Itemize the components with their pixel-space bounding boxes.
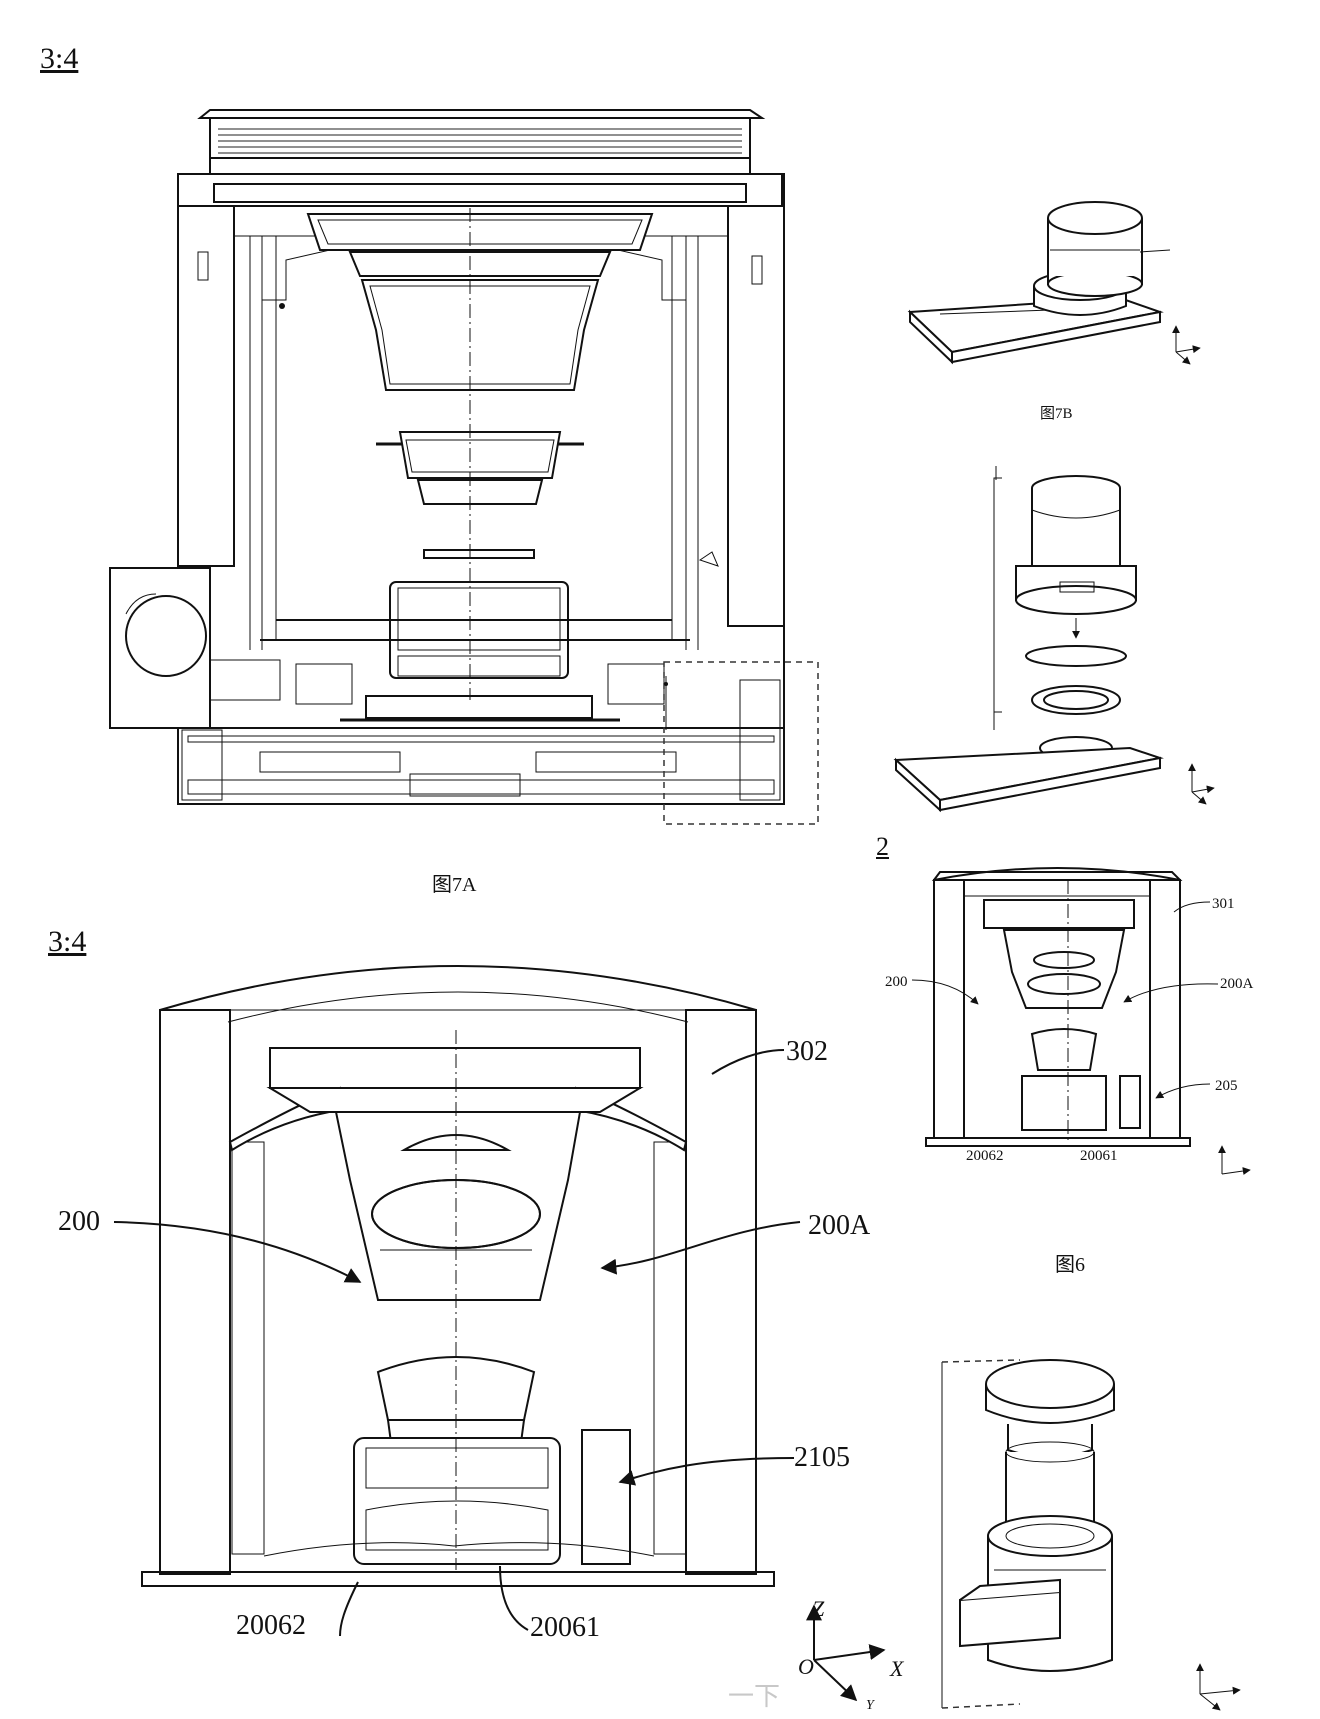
exploded-view [893,466,1215,813]
fig6-callout-301: 301 [1212,896,1235,912]
axis-x-label: X [890,1656,904,1681]
fig6-callout-205: 205 [1215,1078,1238,1094]
callout-20062: 20062 [236,1610,306,1641]
main-lens-section [113,965,886,1702]
aspect-ratio-bottom: 3:4 [48,925,87,958]
figure-label-6: 图6 [1055,1254,1085,1276]
axis-y-label: Y [866,1698,874,1713]
callout-200: 200 [58,1206,100,1237]
stacked-cylinder-module [941,1359,1241,1711]
callout-200a: 200A [808,1210,871,1241]
fig6-callout-20062: 20062 [966,1148,1004,1164]
figure-label-7b: 图7B [1040,406,1073,422]
fig6-callout-20061: 20061 [1080,1148,1118,1164]
callout-302: 302 [786,1036,828,1067]
figure-label-7a: 图7A [432,874,477,896]
watermark-text: 一下 [728,1682,781,1711]
axis-origin-label: O [798,1654,814,1679]
callout-20061: 20061 [530,1612,600,1643]
fig6-callout-200a: 200A [1220,976,1254,992]
aspect-ratio-right: 2 [876,832,889,861]
aspect-ratio-top: 3:4 [40,42,79,75]
fig6-section [911,867,1251,1175]
callout-2105: 2105 [794,1442,850,1473]
fig6-callout-200: 200 [885,974,908,990]
fig7b-phone-camera [907,201,1201,365]
fig7a-cross-section [109,109,819,825]
